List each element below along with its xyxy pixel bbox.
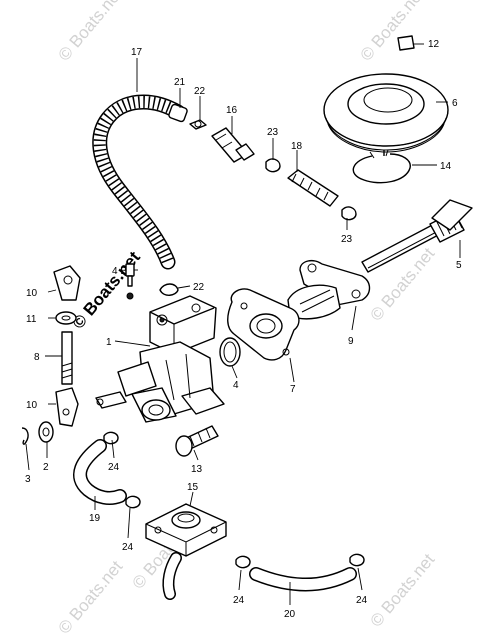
watermark: © Boats.net [357,0,429,65]
callout-17: 17 [131,47,143,58]
leader-lines [25,43,461,605]
callout-12: 12 [428,39,440,50]
watermark: © Boats.net [367,550,439,631]
part-23-clip-upper [265,158,281,173]
part-15-valve [145,503,227,600]
part-4-o-ring [219,337,241,367]
callout-24: 24 [233,595,245,606]
callout-24: 24 [356,595,368,606]
part-6-gear [323,73,449,153]
part-16-fitting [211,127,255,163]
part-5-shaft [361,199,473,273]
callout-5: 5 [456,260,462,271]
callout-18: 18 [291,141,303,152]
callout-3: 3 [25,474,31,485]
part-20-hose [249,567,357,592]
part-12-plate [397,35,415,51]
callout-10: 10 [26,400,38,411]
part-24-clip [349,553,365,567]
part-7-flange [227,288,300,361]
part-8-stud [61,331,73,385]
part-19-hose [73,439,127,505]
callout-22: 22 [193,282,205,293]
callout-22: 22 [194,86,206,97]
callout-16: 16 [226,105,238,116]
part-23-clip-lower [341,206,357,221]
callout-6: 6 [452,98,458,109]
part-2-washer [38,421,54,443]
callout-14: 14 [440,161,452,172]
part-14-snap-ring [352,149,411,184]
callout-11: 11 [26,314,37,325]
callout-9: 9 [348,336,354,347]
part-10-banjo-lower [55,387,79,427]
part-1-oil-pump [95,295,225,423]
watermark: © Boats.net [55,0,127,65]
callout-23: 23 [341,234,353,245]
callout-21: 21 [174,77,186,88]
part-24-clip [125,495,141,509]
callout-20: 20 [284,609,296,620]
callout-24: 24 [122,542,134,553]
callout-8: 8 [34,352,40,363]
part-4b-bolt [125,263,135,300]
callout-24: 24 [108,462,120,473]
part-11-washer [55,311,77,325]
part-3-clip [21,427,29,445]
part-10-banjo-upper [53,265,81,301]
part-13-screw [175,425,219,457]
callout-19: 19 [89,513,101,524]
part-24-clip [103,431,119,445]
callout-4: 4 [233,380,239,391]
callout-10: 10 [26,288,38,299]
part-22-clip-mid [159,283,179,296]
callout-15: 15 [187,482,199,493]
callout-13: 13 [191,464,203,475]
part-22-clip-top [189,119,207,130]
part-17-hose [92,94,186,270]
callout-23: 23 [267,127,279,138]
callout-1: 1 [106,337,112,348]
watermark: © Boats.net [55,557,127,638]
part-9-housing [287,259,371,320]
part-24-clip [235,555,251,569]
callout-4b: 4 B [112,266,127,277]
part-18-spring [287,169,339,207]
callout-7: 7 [290,384,296,395]
callout-2: 2 [43,462,49,473]
watermark: © Boats.net [69,248,145,333]
callout-labels: 17 21 22 16 12 6 14 23 18 23 5 4 B 22 10… [25,39,462,620]
